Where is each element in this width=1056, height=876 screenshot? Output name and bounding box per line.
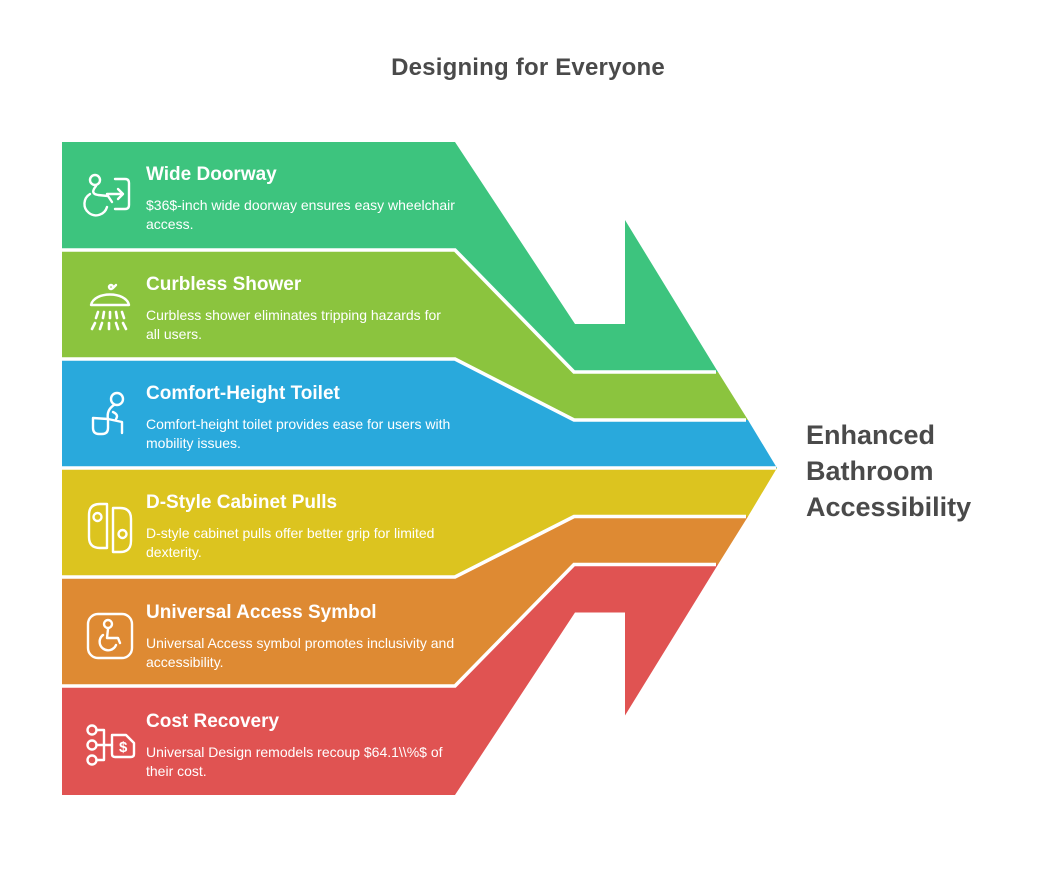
band-1-wide-doorway: Wide Doorway $36$-inch wide doorway ensu…: [80, 142, 480, 248]
band-2-shape: [62, 250, 748, 420]
cost-tag-icon: $: [80, 715, 140, 775]
shower-icon: [80, 278, 140, 338]
band-title: D-Style Cabinet Pulls: [146, 492, 338, 513]
band-title: Curbless Shower: [146, 274, 302, 295]
band-description: Universal Access symbol promotes inclusi…: [146, 635, 455, 670]
universal-access-icon: [80, 606, 140, 666]
band-description: Curbless shower eliminates tripping haza…: [146, 307, 441, 342]
band-5-shape: [62, 516, 748, 686]
page-title: Designing for Everyone: [391, 54, 665, 81]
band-separators: [62, 248, 776, 688]
result-label: Enhanced Bathroom Accessibility: [806, 420, 972, 522]
cabinet-pulls-icon: [80, 496, 140, 556]
band-title: Comfort-Height Toilet: [146, 383, 340, 404]
toilet-icon: [80, 387, 140, 447]
band-1-shape: [62, 142, 718, 372]
band-description: D-style cabinet pulls offer better grip …: [146, 525, 435, 560]
band-title: Cost Recovery: [146, 711, 280, 732]
separator-5-6: [62, 562, 716, 688]
band-6-cost-recovery: $ Cost Recovery Universal Design remodel…: [80, 689, 480, 795]
band-4-d-style-cabinet-pulls: D-Style Cabinet Pulls D-style cabinet pu…: [80, 470, 480, 576]
band-description: Universal Design remodels recoup $64.1\\…: [146, 744, 443, 779]
separator-4-5: [62, 514, 746, 579]
separator-1-2: [62, 248, 716, 374]
wheelchair-door-icon: [80, 168, 140, 228]
band-description: Comfort-height toilet provides ease for …: [146, 416, 451, 451]
band-title: Universal Access Symbol: [146, 602, 377, 623]
svg-text:$: $: [119, 739, 128, 756]
band-5-universal-access-symbol: Universal Access Symbol Universal Access…: [80, 580, 480, 686]
band-description: $36$-inch wide doorway ensures easy whee…: [146, 197, 455, 232]
band-title: Wide Doorway: [146, 164, 277, 185]
band-6-shape: [62, 564, 718, 795]
band-3-comfort-height-toilet: Comfort-Height Toilet Comfort-height toi…: [80, 361, 480, 467]
band-3-shape: [62, 359, 777, 468]
separator-2-3: [62, 357, 746, 422]
band-4-shape: [62, 468, 777, 577]
band-2-curbless-shower: Curbless Shower Curbless shower eliminat…: [80, 252, 480, 358]
